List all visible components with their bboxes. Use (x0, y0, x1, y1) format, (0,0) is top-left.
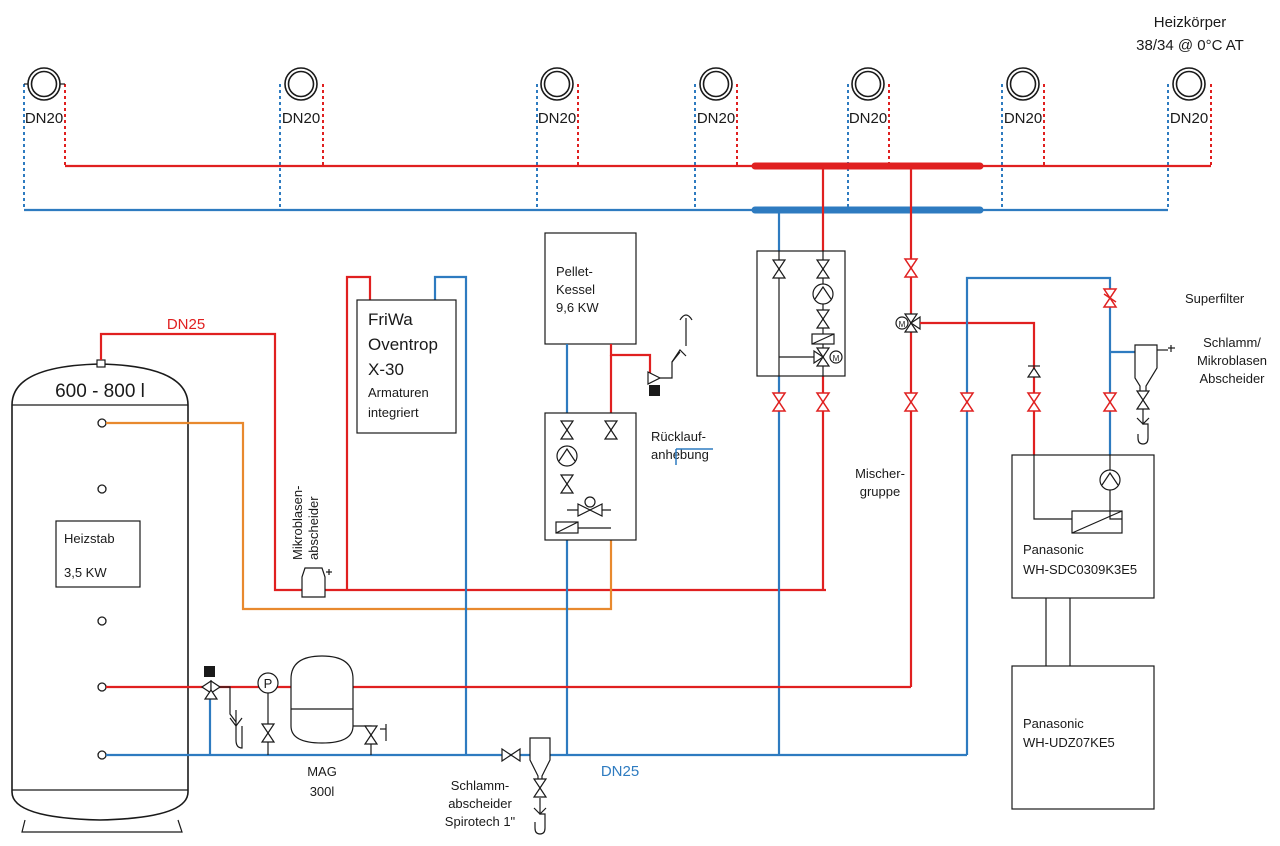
shutoff-valve-icon (772, 392, 786, 412)
mag-label: MAG (307, 764, 337, 779)
return-thermostatic-valve (200, 666, 243, 755)
friwa-brand: Oventrop (368, 335, 438, 354)
buffer-tank: 600 - 800 l Heizstab 3,5 KW (11, 359, 189, 833)
svg-text:M: M (899, 320, 906, 329)
radiator-icon (284, 67, 318, 101)
radiator-4: DN20 (694, 67, 738, 210)
radiator-dn-label: DN20 (282, 110, 320, 127)
friwa-note-1: Armaturen (368, 385, 429, 400)
check-valve (1026, 365, 1042, 378)
panasonic-outdoor-brand: Panasonic (1023, 716, 1084, 731)
pump-icon (812, 283, 834, 305)
friwa-label: FriWa (368, 310, 413, 329)
schlamm-label-3: Abscheider (1199, 371, 1265, 386)
shutoff-valve-icon (904, 258, 918, 278)
mischer-label-2: gruppe (860, 484, 900, 499)
radiator-icon (27, 67, 61, 101)
superfilter (1103, 288, 1117, 308)
radiator-5: DN20 (847, 67, 890, 210)
radiator-7: DN20 (1167, 67, 1212, 210)
heating-element: Heizstab 3,5 KW (55, 520, 141, 588)
shutoff-valve-icon (364, 725, 378, 745)
pellet-power: 9,6 KW (556, 300, 599, 315)
shutoff-valve-icon (1103, 392, 1117, 412)
panasonic-indoor-brand: Panasonic (1023, 542, 1084, 557)
pellet-boiler: Pellet- Kessel 9,6 KW (544, 232, 637, 345)
radiator-design-temp: 38/34 @ 0°C AT (1136, 37, 1244, 54)
pressure-gauge-label: P (264, 676, 273, 691)
ruecklauf-label-2: anhebung (651, 447, 709, 462)
shutoff-valve-icon (261, 723, 275, 743)
radiator-dn-label: DN20 (697, 110, 735, 127)
mixing-group: M (756, 250, 846, 377)
spiro-label-3: Spirotech 1" (445, 814, 516, 829)
schlamm-label-1: Schlamm/ (1203, 335, 1261, 350)
friwa-model: X-30 (368, 360, 404, 379)
radiator-1: DN20 (23, 67, 66, 210)
schlamm-label-2: Mikroblasen (1197, 353, 1267, 368)
return-boost-group (544, 412, 637, 541)
microbubble-separator: Mikroblasen- abscheider (290, 486, 332, 598)
tank-supply-line (99, 332, 347, 592)
expansion-vessel: MAG 300l (290, 655, 387, 799)
radiator-dn-label: DN20 (1170, 110, 1208, 127)
mikroblasen-label-1: Mikroblasen- (290, 486, 305, 560)
radiator-dn-label: DN20 (538, 110, 576, 127)
svg-text:M: M (833, 354, 840, 363)
panasonic-outdoor-model: WH-UDZ07KE5 (1023, 735, 1115, 750)
pressure-gauge: P (257, 672, 279, 755)
dn25-top-label: DN25 (167, 316, 205, 333)
ruecklauf-label-1: Rücklauf- (651, 429, 706, 444)
pellet-label-1: Pellet- (556, 264, 593, 279)
spirotech-separator: Schlamm- abscheider Spirotech 1" (445, 737, 551, 835)
radiator-6: DN20 (1001, 67, 1045, 210)
shutoff-valve-icon (816, 392, 830, 412)
shutoff-valve-icon (501, 748, 521, 762)
radiators: DN20 DN20 DN20 DN20 DN20 (23, 67, 1212, 210)
radiator-icon (699, 67, 733, 101)
shutoff-valve-icon (904, 392, 918, 412)
dhw-circuit-line (106, 421, 613, 611)
shutoff-valve-icon (960, 392, 974, 412)
radiator-icon (1006, 67, 1040, 101)
pellet-supply-line (609, 344, 652, 373)
friwa-note-2: integriert (368, 405, 419, 420)
dn25-bottom-label: DN25 (601, 763, 639, 780)
heat-pump-outdoor-unit: Panasonic WH-UDZ07KE5 (1011, 665, 1155, 810)
sludge-separator (1110, 344, 1175, 445)
pump-icon (1099, 469, 1121, 491)
radiator-icon (1172, 67, 1206, 101)
radiator-title: Heizkörper (1154, 14, 1227, 31)
heizstab-label: Heizstab (64, 531, 115, 546)
radiator-dn-label: DN20 (849, 110, 887, 127)
radiator-icon (540, 67, 574, 101)
radiator-2: DN20 (279, 67, 324, 210)
boiler-safety-valve (647, 314, 693, 396)
friwa-station: FriWa Oventrop X-30 Armaturen integriert (356, 275, 468, 755)
friwa-supply-line (345, 275, 372, 590)
mikroblasen-label-2: abscheider (306, 496, 321, 560)
tank-volume-label: 600 - 800 l (55, 381, 145, 402)
heizstab-power: 3,5 KW (64, 565, 107, 580)
heat-pump-return-line (965, 276, 1112, 755)
three-way-valve: M (895, 313, 921, 333)
superfilter-label: Superfilter (1185, 291, 1245, 306)
mag-volume: 300l (310, 784, 335, 799)
radiator-3: DN20 (536, 67, 579, 210)
panasonic-indoor-model: WH-SDC0309K3E5 (1023, 562, 1137, 577)
pump-icon (556, 445, 578, 467)
heat-pump-supply-line (920, 321, 1036, 455)
heat-pump-indoor-unit: Panasonic WH-SDC0309K3E5 (1011, 454, 1155, 599)
spiro-label-1: Schlamm- (451, 778, 510, 793)
spiro-label-2: abscheider (448, 796, 512, 811)
shutoff-valve-icon (1027, 392, 1041, 412)
radiator-dn-label: DN20 (1004, 110, 1042, 127)
pellet-label-2: Kessel (556, 282, 595, 297)
friwa-return-line (433, 275, 468, 755)
radiator-icon (851, 67, 885, 101)
mischer-label-1: Mischer- (855, 466, 905, 481)
radiator-dn-label: DN20 (25, 110, 63, 127)
